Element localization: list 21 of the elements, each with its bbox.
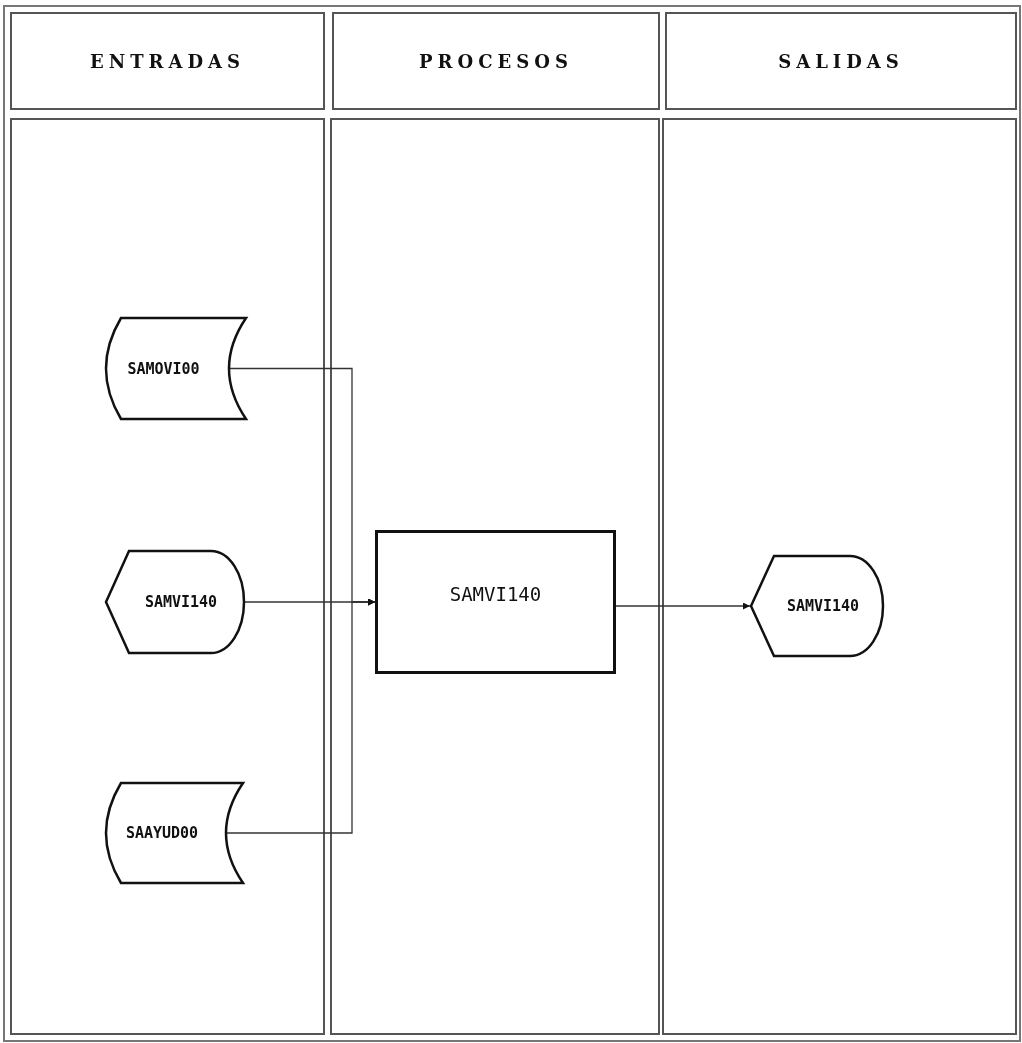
stored-data-shape [105, 782, 245, 884]
swimlane-column [662, 118, 1017, 1035]
column-header [665, 12, 1017, 110]
display-shape [750, 555, 884, 657]
node-label: SAMOVI00 [127, 359, 200, 378]
swimlane-column [330, 118, 660, 1035]
node-label: SAMVI140 [144, 593, 218, 611]
process-box [375, 530, 616, 674]
swimlane-column [10, 118, 325, 1035]
node-label: SAAYUD00 [125, 824, 199, 842]
connector-arrow [615, 602, 751, 610]
node-label: SAMVI140 [786, 597, 860, 615]
stored-data-shape [105, 317, 248, 420]
column-header [332, 12, 660, 110]
display-shape [105, 550, 245, 654]
connector-arrow [226, 598, 376, 834]
column-header [10, 12, 325, 110]
header-text: SALIDAS [778, 50, 904, 72]
header-text: ENTRADAS [89, 50, 246, 72]
header-text: PROCESOS [419, 50, 573, 72]
node-label: SAMVI140 [449, 583, 542, 605]
